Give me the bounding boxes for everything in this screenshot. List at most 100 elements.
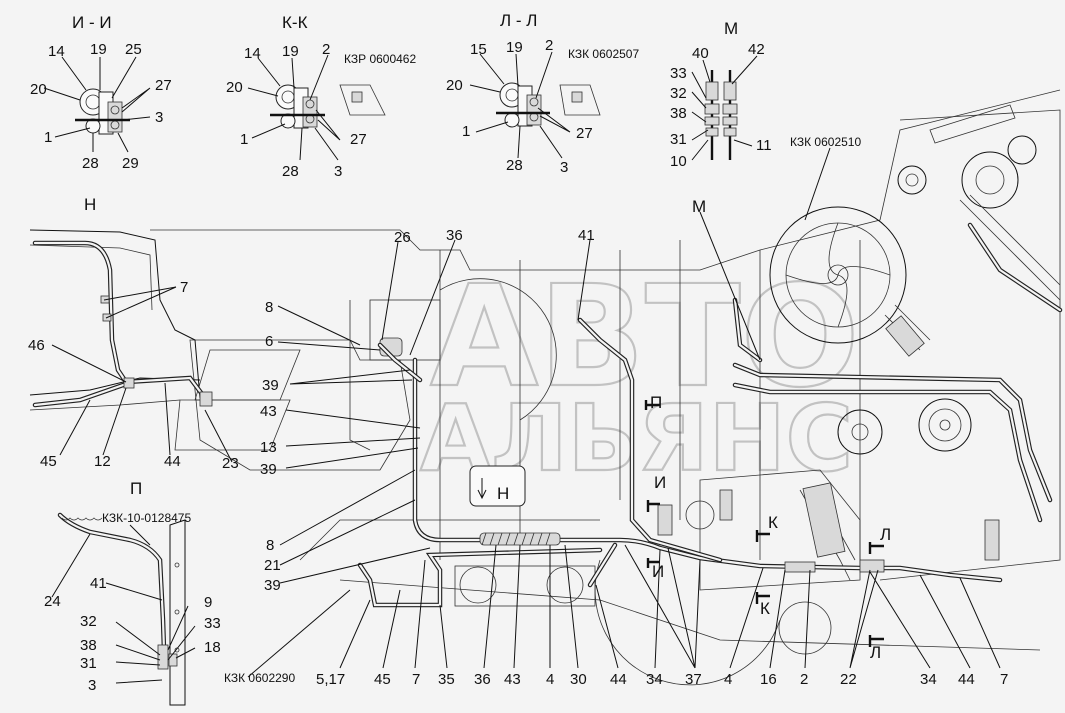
- part-label: 41: [578, 227, 595, 244]
- labels-section-n: 7 46 45 12 44 23: [28, 279, 239, 472]
- part-label: 38: [670, 105, 687, 122]
- view-n-detail: [29, 229, 213, 411]
- part-label: 27: [576, 125, 593, 142]
- section-p-title: П: [130, 479, 142, 498]
- part-label: 44: [610, 671, 627, 688]
- section-m-detail: [704, 70, 738, 160]
- section-titles: И - И К-К Л - Л М Н П М Н П И И К К Л Л: [72, 11, 891, 662]
- part-label: 46: [28, 337, 45, 354]
- part-label: 34: [920, 671, 937, 688]
- part-label: 18: [204, 639, 221, 656]
- part-label: 34: [646, 671, 663, 688]
- part-label: 15: [470, 41, 487, 58]
- code-bottom: КЗК 0602290: [224, 671, 295, 685]
- part-label: 43: [504, 671, 521, 688]
- code-ll: КЗК 0602507: [568, 47, 639, 61]
- section-ii-title: И - И: [72, 13, 112, 32]
- part-label: 20: [446, 77, 463, 94]
- part-label: 7: [412, 671, 420, 688]
- section-kk-detail: [270, 84, 386, 129]
- code-kk: КЗР 0600462: [344, 52, 416, 66]
- part-label: 2: [800, 671, 808, 688]
- part-label: 33: [204, 615, 221, 632]
- drawing-codes: КЗР 0600462 КЗК 0602507 КЗК 0602510 КЗК-…: [102, 47, 861, 685]
- part-label: 26: [394, 229, 411, 246]
- part-label: 22: [840, 671, 857, 688]
- part-label: 2: [545, 37, 553, 54]
- part-label: 1: [462, 123, 470, 140]
- section-ii-detail: [75, 88, 130, 135]
- labels-section-ii: 14 19 25 20 27 3 1 28 29: [30, 41, 172, 172]
- part-label: 10: [670, 153, 687, 170]
- part-label: 32: [670, 85, 687, 102]
- cut-k-label-bottom: К: [760, 599, 770, 618]
- leader-lines: [43, 51, 1001, 684]
- cut-k-label-top: К: [768, 513, 778, 532]
- part-label: 19: [506, 39, 523, 56]
- part-label: 39: [260, 461, 277, 478]
- part-label: 2: [322, 41, 330, 58]
- part-label: 32: [80, 613, 97, 630]
- code-p: КЗК-10-0128475: [102, 511, 191, 525]
- part-label: 42: [748, 41, 765, 58]
- part-label: 1: [44, 129, 52, 146]
- part-label: 12: [94, 453, 111, 470]
- part-label: 40: [692, 45, 709, 62]
- section-kk-title: К-К: [282, 13, 308, 32]
- part-label: 19: [282, 43, 299, 60]
- part-label: 3: [155, 109, 163, 126]
- part-label: 6: [265, 333, 273, 350]
- part-label: 16: [760, 671, 777, 688]
- part-label: 4: [546, 671, 554, 688]
- part-label: 20: [30, 81, 47, 98]
- cut-l-label-bottom: Л: [870, 643, 881, 662]
- part-label: 8: [265, 299, 273, 316]
- labels-main-bottom: 5,17 45 7 35 36 43 4 30 44 34 37 4 16 2 …: [316, 671, 1008, 688]
- part-label: 44: [164, 453, 181, 470]
- section-ll-title: Л - Л: [500, 11, 537, 30]
- part-label: 38: [80, 637, 97, 654]
- part-label: 29: [122, 155, 139, 172]
- code-main: КЗК 0602510: [790, 135, 861, 149]
- part-label: 9: [204, 594, 212, 611]
- labels-section-kk: 14 19 2 20 1 27 28 3: [226, 41, 367, 180]
- part-label: 36: [446, 227, 463, 244]
- part-label: 28: [282, 163, 299, 180]
- part-label: 20: [226, 79, 243, 96]
- part-label: 21: [264, 557, 281, 574]
- part-label: 19: [90, 41, 107, 58]
- part-label: 3: [334, 163, 342, 180]
- part-label: 27: [350, 131, 367, 148]
- part-label: 3: [560, 159, 568, 176]
- part-label: 33: [670, 65, 687, 82]
- part-label: 27: [155, 77, 172, 94]
- part-label: 41: [90, 575, 107, 592]
- cut-i-label-top: И: [654, 473, 666, 492]
- part-label: 28: [506, 157, 523, 174]
- part-label: 39: [262, 377, 279, 394]
- part-label: 36: [474, 671, 491, 688]
- part-label: 4: [724, 671, 732, 688]
- part-label: 45: [40, 453, 57, 470]
- part-label: 43: [260, 403, 277, 420]
- part-label: 24: [44, 593, 61, 610]
- part-label: 30: [570, 671, 587, 688]
- part-label: 11: [756, 137, 772, 154]
- part-label: 1: [240, 131, 248, 148]
- labels-main-left: 26 36 8 6 39 43 13 39 8 21 39 41: [260, 227, 595, 594]
- part-label: 35: [438, 671, 455, 688]
- part-label: 44: [958, 671, 975, 688]
- part-label: 7: [180, 279, 188, 296]
- labels-section-p: 24 41 9 32 33 38 18 31 3: [44, 575, 221, 694]
- part-label: 14: [244, 45, 261, 62]
- section-m-title: М: [724, 19, 738, 38]
- view-p-detail: [57, 512, 186, 706]
- part-label: 13: [260, 439, 277, 456]
- part-label: 23: [222, 455, 239, 472]
- part-label: 5,17: [316, 671, 345, 688]
- labels-section-ll: 15 19 2 20 1 27 28 3: [446, 37, 593, 176]
- part-label: 3: [88, 677, 96, 694]
- cut-l-label-top: Л: [880, 525, 891, 544]
- labels-section-m: 40 42 33 32 38 31 10 11: [670, 41, 772, 170]
